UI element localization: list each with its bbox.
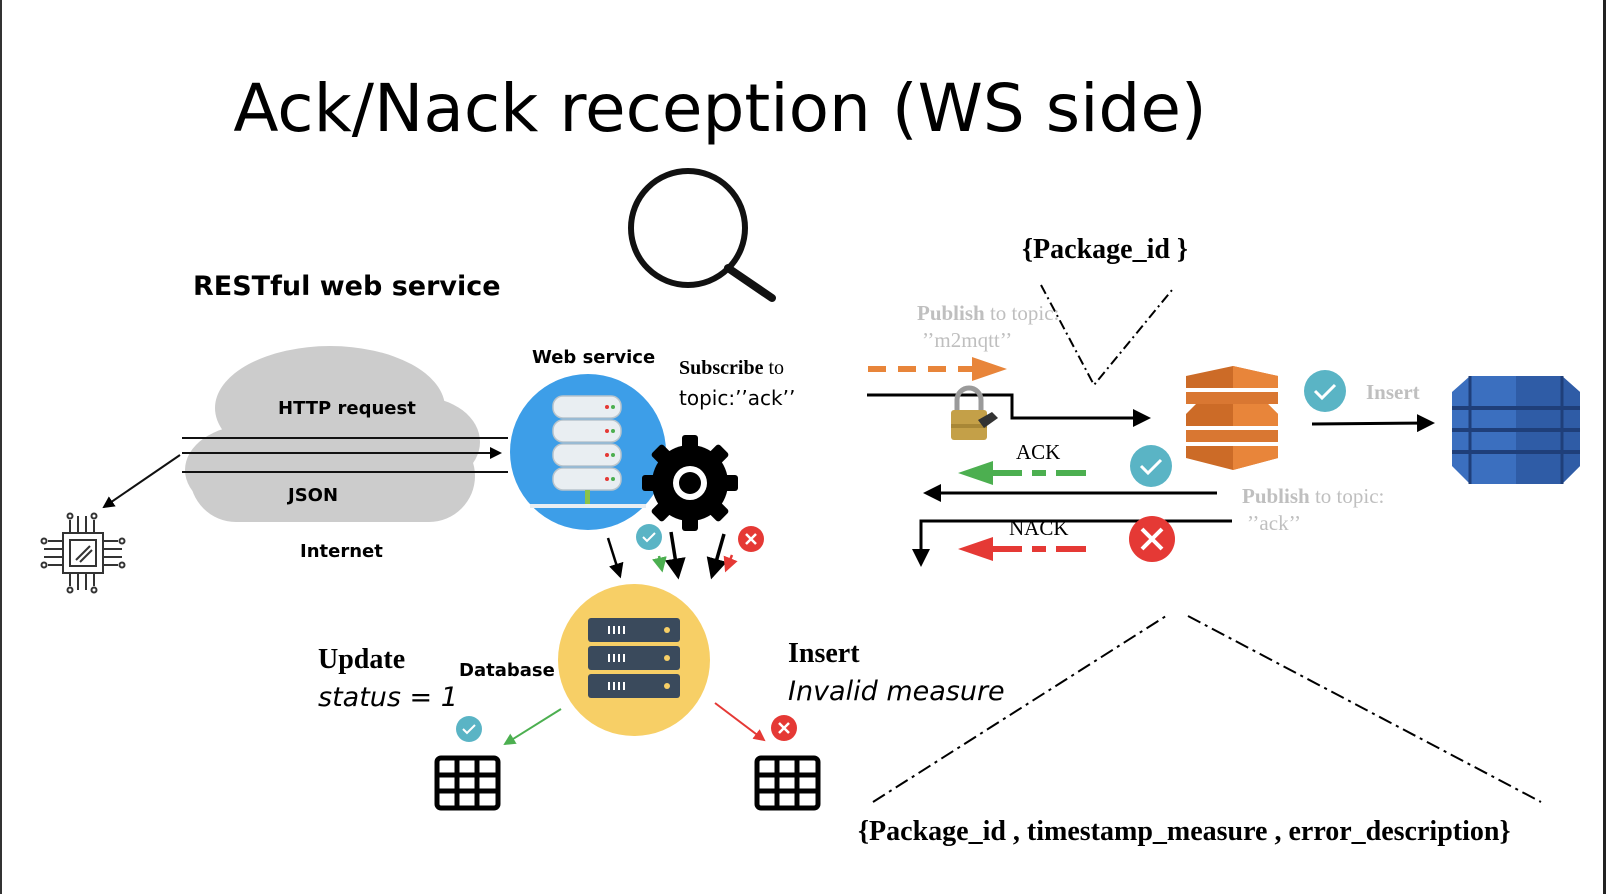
insert-invalid-desc: Invalid measure [788, 676, 1005, 707]
nack-dashed-arrow [958, 537, 1086, 561]
publish-bottom-bold: Publish [1242, 484, 1310, 508]
insert-invalid-label: Insert [788, 638, 860, 669]
check-icon [456, 716, 482, 742]
check-icon [1304, 370, 1346, 412]
page-title: Ack/Nack reception (WS side) [233, 70, 1207, 147]
ack-dashed-arrow [958, 461, 1086, 485]
internet-label: Internet [300, 541, 383, 562]
package-error-fields: {Package_id , timestamp_measure , error_… [858, 816, 1511, 847]
nack-return-line [912, 519, 1232, 567]
subscribe-rest: to [763, 357, 785, 379]
ws-to-db-arrows [606, 531, 738, 580]
db-to-insert-arrow [714, 702, 766, 742]
table-icon [754, 755, 821, 811]
publish-top-rest: to topic: [984, 301, 1060, 325]
json-label: JSON [288, 485, 339, 506]
insert-right-label: Insert [1366, 380, 1420, 404]
subscribe-line: Subscribe to [679, 357, 784, 380]
chip-icon [40, 512, 126, 594]
publish-top-line: Publish to topic: [917, 301, 1059, 326]
subscribe-bold: Subscribe [679, 357, 764, 379]
table-icon [434, 755, 501, 811]
subscribe-topic: topic:’’ack’’ [679, 386, 796, 410]
web-service-label: Web service [532, 347, 656, 368]
nack-label: NACK [1009, 516, 1069, 540]
publish-path [867, 393, 1151, 427]
dynamodb-icon [1452, 376, 1580, 484]
error-pointer [872, 615, 1542, 803]
http-request-label: HTTP request [278, 398, 416, 419]
cross-icon [738, 526, 764, 552]
publish-top-topic: ’’m2mqtt’’ [922, 328, 1013, 352]
lock-icon [951, 385, 998, 440]
gear-icon [642, 435, 738, 531]
package-id-top: {Package_id } [1022, 234, 1188, 265]
check-icon [1130, 445, 1172, 487]
update-status: status = 1 [318, 682, 458, 713]
database-label: Database [459, 660, 555, 681]
web-service-icon [510, 374, 666, 530]
cross-icon [1129, 516, 1175, 562]
publish-bottom-rest: to topic: [1309, 484, 1385, 508]
aws-iot-icon [1186, 366, 1278, 470]
insert-arrow [1311, 414, 1435, 433]
db-to-update-arrow [503, 708, 562, 746]
check-icon [636, 524, 662, 550]
publish-bottom-line: Publish to topic: [1242, 484, 1384, 509]
database-icon [558, 584, 710, 736]
package-pointer [1040, 284, 1173, 387]
ack-label: ACK [1016, 440, 1061, 464]
publish-dashed-arrow [868, 357, 1007, 381]
publish-bottom-topic: ’’ack’’ [1247, 511, 1301, 535]
right-edge [1603, 0, 1606, 894]
magnifier-icon [628, 168, 776, 302]
publish-top-bold: Publish [917, 301, 985, 325]
cross-icon [771, 715, 797, 741]
http-lines [102, 437, 508, 509]
update-label: Update [318, 644, 406, 675]
restful-label: RESTful web service [193, 271, 501, 302]
left-edge [0, 0, 2, 894]
